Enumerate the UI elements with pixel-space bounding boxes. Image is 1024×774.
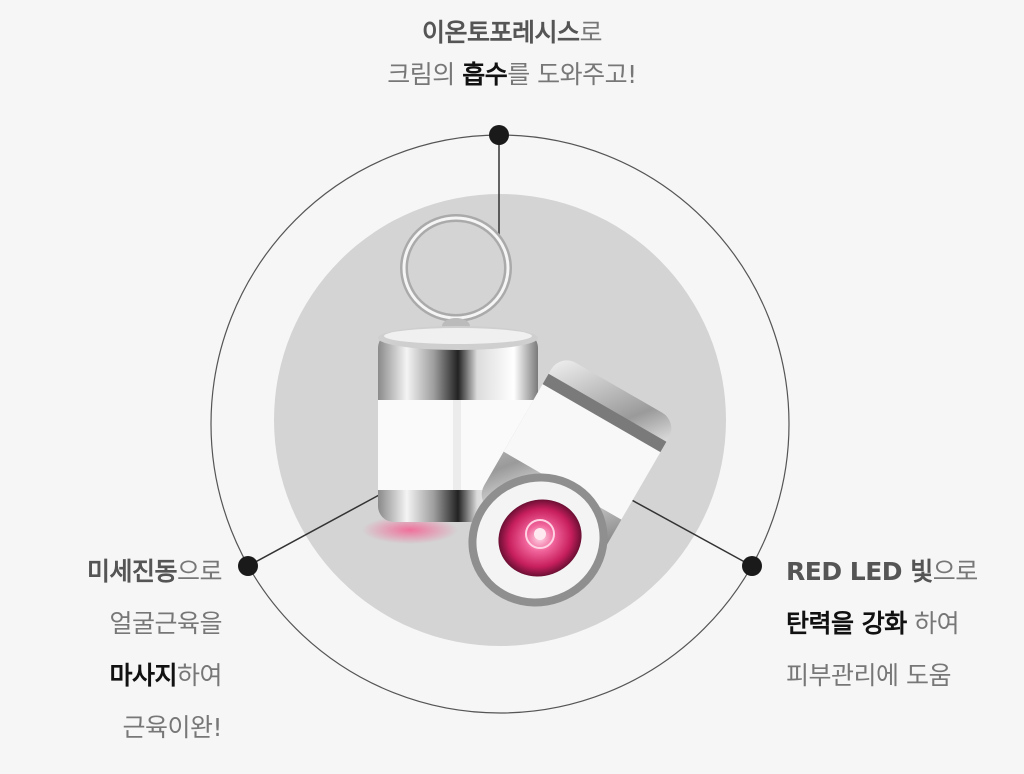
dot-left xyxy=(238,556,258,576)
feature-left-highlight: 마사지 xyxy=(109,661,177,690)
feature-left-line1: 미세진동으로 xyxy=(20,546,223,598)
feature-right-rest: 으로 xyxy=(932,557,979,586)
red-led-icon xyxy=(468,360,672,607)
connector-right xyxy=(627,497,753,567)
feature-right-bold: RED LED 빛 xyxy=(786,557,933,586)
feature-left-rest3: 하여 xyxy=(176,661,223,690)
feature-top-rest: 로 xyxy=(579,18,603,47)
connector-left xyxy=(247,487,393,567)
feature-left-bold: 미세진동 xyxy=(86,557,178,586)
feature-right-line2: 탄력을 강화 하여 xyxy=(786,598,1016,650)
dot-top xyxy=(489,125,509,145)
feature-left-line2: 얼굴근육을 xyxy=(109,609,222,638)
dot-right xyxy=(742,556,762,576)
feature-right-rest2: 하여 xyxy=(906,609,960,638)
feature-left-line3: 마사지하여 xyxy=(20,650,222,702)
feature-top-bold: 이온토포레시스 xyxy=(421,18,580,47)
feature-top-line2: 크림의 흡수를 도와주고! xyxy=(0,54,1024,96)
feature-right-line1: RED LED 빛으로 xyxy=(786,546,1016,598)
feature-right-highlight: 탄력을 강화 xyxy=(786,609,907,638)
feature-left-rest: 으로 xyxy=(176,557,223,586)
feature-left-line4: 근육이완! xyxy=(122,713,222,742)
feature-top-pre: 크림의 xyxy=(387,60,463,89)
feature-red-led: RED LED 빛으로 탄력을 강화 하여 피부관리에 도움 xyxy=(786,546,1016,702)
feature-iontophoresis: 이온토포레시스로 크림의 흡수를 도와주고! xyxy=(0,12,1024,96)
feature-top-rest2: 를 도와주고! xyxy=(507,60,637,89)
device-ring-icon xyxy=(362,214,538,544)
feature-top-line1: 이온토포레시스로 xyxy=(0,12,1024,54)
feature-right-line3: 피부관리에 도움 xyxy=(786,661,951,690)
feature-top-highlight: 흡수 xyxy=(462,60,508,89)
feature-micro-vibration: 미세진동으로 얼굴근육을 마사지하여 근육이완! xyxy=(20,546,223,754)
